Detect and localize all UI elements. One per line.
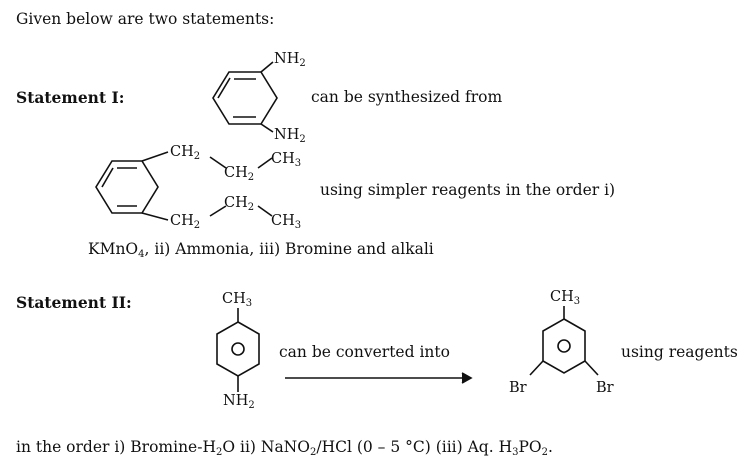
order-line: in the order i) Bromine-H2O ii) NaNO2/HC… (16, 438, 553, 458)
ch3-a-label: CH3 (271, 151, 302, 169)
nh2-left-label: NH2 (223, 393, 255, 411)
ch2-d-label: CH2 (224, 195, 255, 213)
intro-text: Given below are two statements: (16, 10, 275, 28)
statement-2-label: Statement II: (16, 293, 132, 312)
using-reagents-text: using reagents (621, 343, 738, 361)
reaction-arrow (285, 372, 473, 384)
br-right-label: Br (596, 380, 614, 396)
ch2-c-label: CH2 (170, 213, 201, 231)
toluidine-ring (216, 308, 260, 392)
statement-1-label: Statement I: (16, 88, 125, 107)
nh2-top-label: NH2 (274, 51, 306, 69)
bond-to-nh2-bottom (260, 123, 274, 133)
diamine-benzene-ring (212, 61, 278, 133)
synthesized-from-text: can be synthesized from (311, 88, 503, 106)
bond-to-nh2-top (260, 61, 274, 73)
simpler-reagents-text: using simpler reagents in the order i) (320, 181, 616, 199)
dialkyl-benzene-ring (95, 151, 273, 221)
reagents-line: KMnO4, ii) Ammonia, iii) Bromine and alk… (88, 240, 434, 260)
ch3-right-label: CH3 (550, 289, 581, 307)
dibromotoluene-ring (529, 306, 599, 376)
ch3-b-label: CH3 (271, 213, 302, 231)
ch2-a-label: CH2 (170, 144, 201, 162)
ch3-left-label: CH3 (222, 291, 253, 309)
nh2-bottom-label: NH2 (274, 127, 306, 145)
converted-into-text: can be converted into (279, 343, 450, 361)
ch2-b-label: CH2 (224, 165, 255, 183)
br-left-label: Br (509, 380, 527, 396)
